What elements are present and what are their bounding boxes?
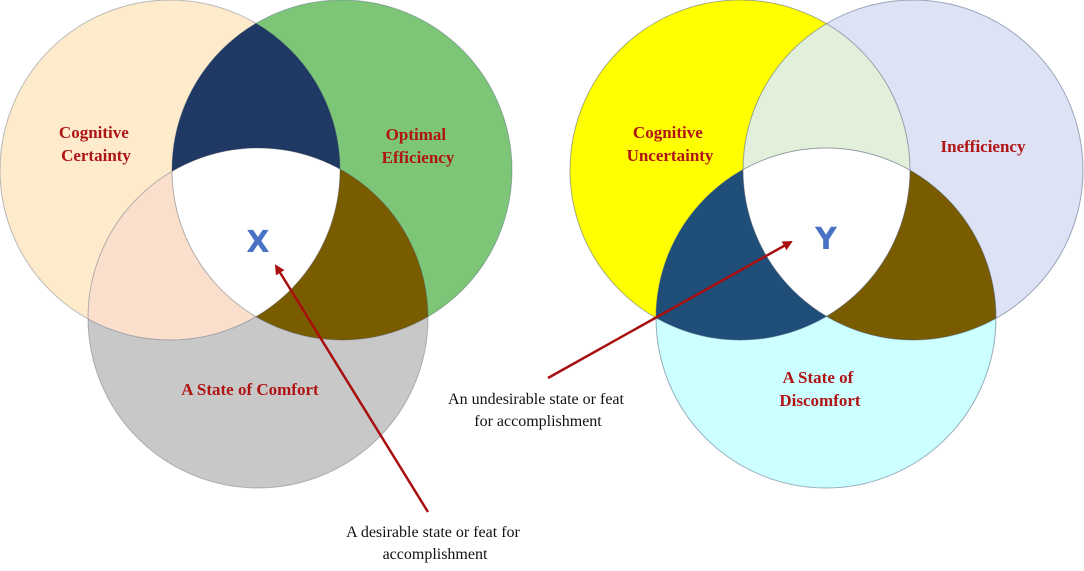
arrow-to-x (274, 264, 430, 513)
label-state-of-comfort: A State of Comfort (181, 380, 319, 399)
arrow-to-y (547, 240, 793, 380)
center-label-y: Y (814, 222, 838, 257)
annotation-undesirable: An undesirable state or feat for accompl… (448, 391, 628, 430)
center-label-x: X (246, 225, 269, 260)
label-state-of-discomfort: A State of Discomfort (779, 368, 861, 410)
label-cognitive-uncertainty: Cognitive Uncertainty (627, 123, 714, 165)
venn-diagram-y: Cognitive Uncertainty Inefficiency A Sta… (569, 0, 1084, 489)
venn-diagram-x: Cognitive Certainty Optimal Efficiency A… (0, 0, 513, 489)
label-inefficiency: Inefficiency (941, 137, 1026, 156)
label-cognitive-certainty: Cognitive Certainty (59, 123, 133, 165)
label-optimal-efficiency: Optimal Efficiency (382, 125, 455, 167)
annotation-desirable: A desirable state or feat for accomplish… (346, 524, 524, 563)
circle-outlines-x (0, 0, 513, 489)
